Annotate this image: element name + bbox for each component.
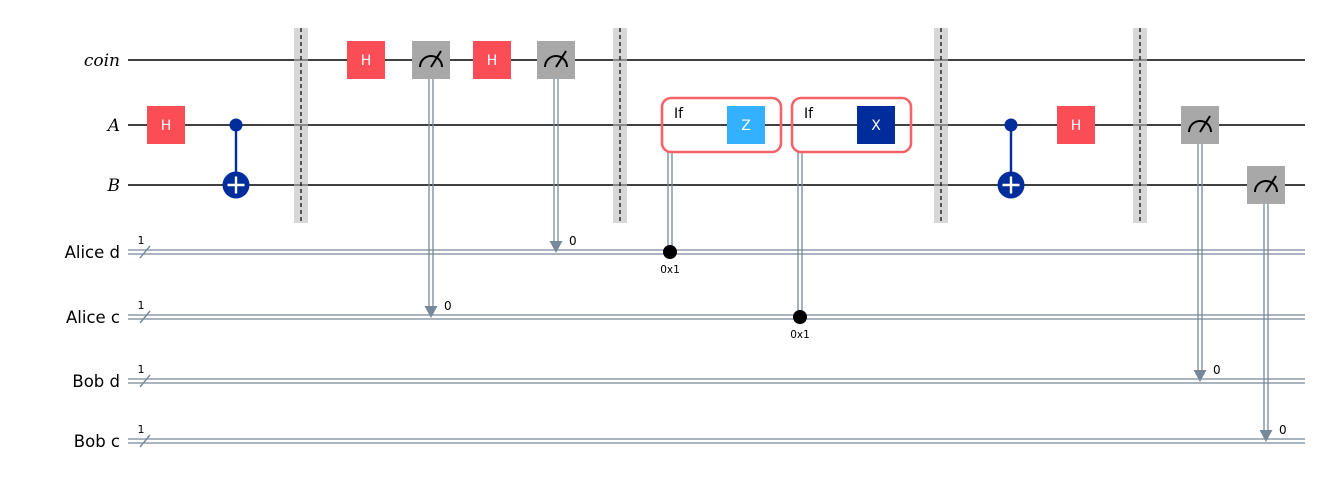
register-size-label-bob-c: 1: [138, 423, 145, 436]
barrier-band: [613, 28, 627, 223]
layer-gates: H H H IfZ IfX H: [147, 41, 1285, 204]
barrier-band: [934, 28, 948, 223]
measure-arrowhead: [424, 306, 438, 318]
h-gate-label: H: [1071, 118, 1082, 134]
wire-label-alice-c: Alice c: [66, 308, 120, 327]
measure-arc-icon: [544, 55, 568, 68]
measure-arc-icon: [1188, 120, 1212, 133]
barrier-band: [294, 28, 308, 223]
cx-control-dot: [229, 118, 243, 132]
h-gate: [347, 41, 385, 79]
measure-gate: [537, 41, 575, 79]
layer-lines: [428, 79, 1269, 431]
if-box: [790, 96, 913, 154]
layer-wires: [128, 59, 1305, 444]
condition-value-label: 0x1: [660, 264, 680, 276]
wire-label-b: B: [107, 176, 121, 196]
h-gate: [147, 106, 185, 144]
measure-result-label: 0: [1213, 363, 1221, 377]
if-label: If: [674, 106, 684, 122]
measure-gate: [412, 41, 450, 79]
conditional-gate-label: X: [871, 118, 881, 134]
measure-arrowhead: [1259, 430, 1273, 442]
conditional-gate: [857, 106, 895, 144]
condition-dot: [663, 245, 677, 259]
wire-label-bob-c: Bob c: [74, 432, 120, 451]
layer-barriers: [294, 28, 1147, 223]
register-size-slash-bob-c: [139, 434, 151, 448]
h-gate-label: H: [161, 118, 172, 134]
measure-result-label: 0: [444, 299, 452, 313]
measure-arrowhead: [1193, 370, 1207, 382]
wire-label-alice-d: Alice d: [65, 243, 120, 262]
barrier-band: [1133, 28, 1147, 223]
condition-value-label: 0x1: [790, 329, 810, 341]
measure-needle-icon: [430, 50, 442, 68]
measure-gate: [1181, 106, 1219, 144]
wire-label-coin: coin: [84, 51, 120, 71]
h-gate: [1057, 106, 1095, 144]
condition-dot: [793, 310, 807, 324]
wire-label-bob-d: Bob d: [72, 372, 120, 391]
wire-label-a: A: [106, 116, 120, 136]
h-gate-label: H: [487, 53, 498, 69]
measure-needle-icon: [1265, 175, 1277, 193]
measure-arc-icon: [1254, 180, 1278, 193]
measure-gate: [1247, 166, 1285, 204]
measure-needle-icon: [555, 50, 567, 68]
register-size-label-bob-d: 1: [138, 363, 145, 376]
measure-result-label: 0: [1279, 423, 1287, 437]
measure-arc-icon: [419, 55, 443, 68]
if-box: [660, 96, 783, 154]
conditional-gate-label: Z: [741, 118, 751, 134]
register-size-slash-alice-d: [139, 245, 151, 259]
measure-arrowhead: [549, 241, 563, 253]
if-label: If: [804, 106, 814, 122]
register-size-label-alice-d: 1: [138, 234, 145, 247]
register-size-slash-alice-c: [139, 310, 151, 324]
register-size-label-alice-c: 1: [138, 299, 145, 312]
conditional-gate: [727, 106, 765, 144]
register-size-slash-bob-d: [139, 374, 151, 388]
h-gate: [473, 41, 511, 79]
measure-result-label: 0: [569, 234, 577, 248]
measure-needle-icon: [1199, 115, 1211, 133]
h-gate-label: H: [361, 53, 372, 69]
cx-control-dot: [1004, 118, 1018, 132]
